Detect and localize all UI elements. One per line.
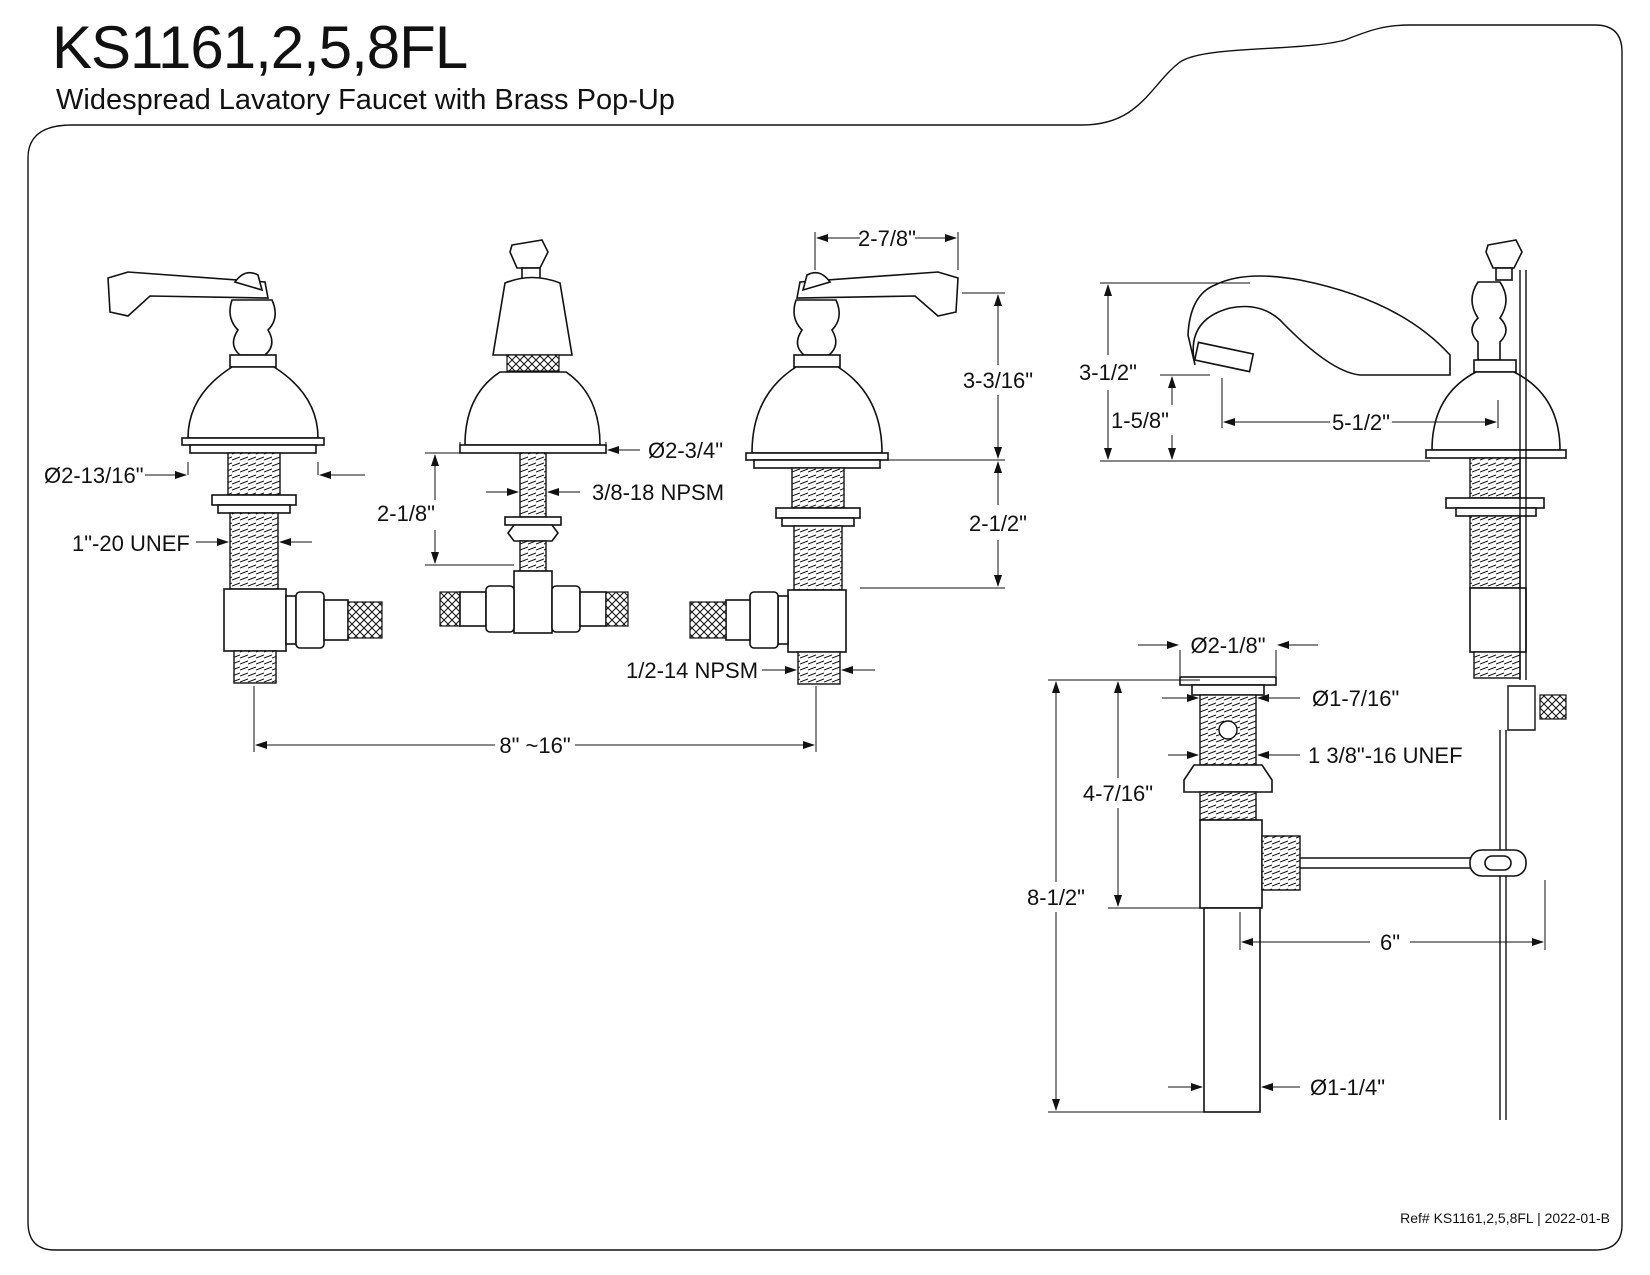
dim-spout-shank: 2-1/8" [377, 501, 435, 526]
dim-pivot-rod: 6" [1380, 930, 1400, 955]
spout-front-view [439, 239, 629, 634]
dim-tailpiece-dia: Ø1-1/4" [1310, 1075, 1385, 1100]
dim-drain-flange-dia: Ø2-1/8" [1190, 633, 1265, 658]
dim-center-spread: 8" ~16" [499, 733, 570, 758]
dim-handle-height: 3-3/16" [963, 368, 1033, 393]
product-description: Widespread Lavatory Faucet with Brass Po… [56, 84, 675, 116]
left-handle-valve [107, 271, 383, 684]
spout-side-view [1187, 239, 1567, 1120]
right-handle-valve [689, 271, 959, 685]
dim-spout-thread: 3/8-18 NPSM [592, 480, 724, 505]
dim-handle-thread: 1"-20 UNEF [72, 531, 190, 556]
dim-supply-thread: 1/2-14 NPSM [626, 658, 758, 683]
dim-shank-length: 2-1/2" [969, 511, 1027, 536]
dim-drain-total-height: 8-1/2" [1027, 885, 1085, 910]
dim-drain-body-dia: Ø1-7/16" [1312, 686, 1399, 711]
dimension-lines [145, 232, 1546, 1113]
reference-number: Ref# KS1161,2,5,8FL | 2022-01-B [1400, 1210, 1610, 1226]
dim-aerator-height: 1-5/8" [1111, 408, 1169, 433]
frame-border [27, 24, 1623, 1251]
dim-spout-base-dia: Ø2-3/4" [648, 438, 723, 463]
dim-drain-thread: 1 3/8"-16 UNEF [1308, 743, 1463, 768]
dim-handle-base-dia: Ø2-13/16" [44, 463, 144, 488]
model-title: KS1161,2,5,8FL [52, 14, 468, 81]
dim-drain-body-height: 4-7/16" [1083, 781, 1153, 806]
dim-spout-height: 3-1/2" [1079, 360, 1137, 385]
dim-spout-reach: 5-1/2" [1332, 410, 1390, 435]
dim-handle-reach: 2-7/8" [858, 226, 916, 251]
pop-up-drain [1179, 676, 1527, 1113]
